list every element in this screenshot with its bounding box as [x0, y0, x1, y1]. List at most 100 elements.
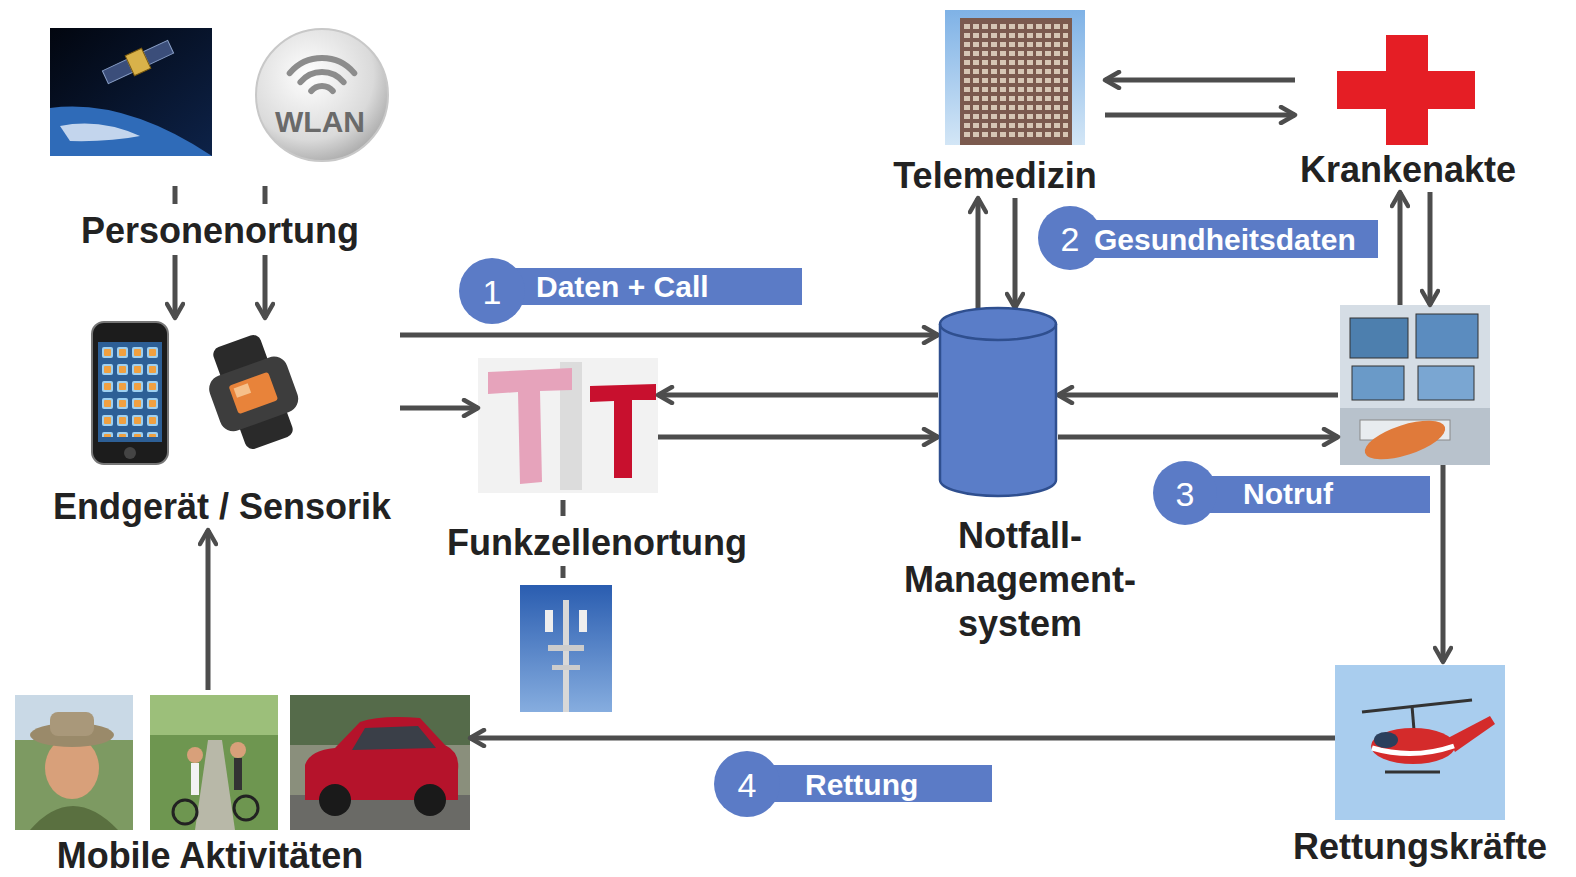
hiker-photo [15, 695, 133, 830]
telemedicine-node: Telemedizin [885, 8, 1105, 198]
flow-arrow [1013, 198, 1018, 308]
locating-node: Personenortung [50, 25, 390, 255]
callout-text: Gesundheitsdaten [1094, 223, 1356, 257]
car-photo [352, 726, 436, 750]
node-label: Rettungskräfte [1293, 827, 1547, 867]
flow-arrow [1441, 465, 1446, 662]
flow-arrow [976, 198, 981, 308]
callout-band [459, 258, 525, 324]
locating-line [561, 566, 566, 578]
sensor-watch-picture [228, 372, 278, 415]
locating-line [175, 186, 265, 204]
wlan-icon [256, 29, 388, 161]
helicopter-picture [1335, 665, 1505, 820]
control-center-picture [1416, 314, 1478, 358]
rescue-node: Rettungskräfte [1335, 662, 1505, 820]
helicopter-picture [1385, 771, 1440, 774]
helicopter-picture [1448, 716, 1495, 752]
callout-number: 3 [1176, 475, 1195, 513]
hiker-photo [30, 806, 118, 830]
operator-logo-picture [478, 358, 658, 493]
cyclists-photo [173, 800, 197, 824]
satellite-picture [101, 37, 176, 87]
car-photo [319, 784, 351, 816]
cell-tower-picture [520, 585, 612, 712]
hiker-photo [15, 695, 133, 830]
smartphone-picture [98, 342, 162, 442]
locating-line [173, 186, 178, 204]
node-label: Notfall- Management- system [875, 514, 1165, 646]
node-label: Funkzellenortung [447, 523, 747, 563]
control-center-node: Notruf [1338, 305, 1488, 465]
cyclists-photo [234, 758, 242, 790]
flow-arrow [658, 393, 938, 398]
mobile-activity-node: Mobile Aktivitäten [15, 690, 470, 832]
flow-arrow [206, 530, 211, 690]
flow-arrow [173, 255, 178, 318]
satellite-picture [50, 28, 212, 156]
wlan-icon [290, 58, 355, 73]
flow-arrow [1058, 393, 1338, 398]
node-label: Endgerät / Sensorik [53, 487, 391, 527]
red-cross-symbol [1337, 35, 1475, 145]
operator-logo-picture [488, 368, 572, 484]
wlan-icon [311, 86, 333, 91]
flow-arrow [658, 435, 938, 440]
callout-band [1153, 461, 1217, 525]
flow-arrow [1105, 78, 1295, 83]
helicopter-picture [1374, 732, 1398, 748]
hospital-picture [945, 10, 1085, 145]
cyclists-photo [150, 695, 278, 735]
smartphone-picture [92, 322, 168, 464]
car-photo [290, 695, 470, 830]
wlan-icon [300, 72, 343, 82]
callout-number: 1 [483, 273, 502, 311]
helicopter-picture [1335, 665, 1505, 820]
control-center-picture [1340, 305, 1490, 467]
cell-tower-picture [552, 665, 580, 670]
cell-tower-picture [545, 610, 553, 632]
node-label: Telemedizin [893, 156, 1096, 196]
node-label: Personenortung [81, 211, 359, 251]
wlan-icon [256, 29, 388, 161]
satellite-picture [50, 28, 212, 156]
cell-tower-picture [520, 585, 612, 712]
flow-arrow [1058, 435, 1338, 440]
flow-arrow [400, 406, 478, 411]
operator-logo-picture [590, 384, 656, 478]
smartphone-picture [102, 347, 160, 437]
sensor-watch-picture [234, 383, 252, 398]
locating-line [561, 500, 566, 516]
hospital-picture [945, 10, 1085, 145]
edge-label: Daten + Call [536, 267, 709, 307]
sensor-watch-picture [205, 353, 302, 436]
cyclists-photo [234, 796, 258, 820]
cell-tower-picture [563, 600, 569, 712]
satellite-picture [60, 124, 140, 142]
control-center-picture [1352, 366, 1404, 400]
helicopter-picture [1371, 728, 1455, 764]
flow-arrow [263, 255, 268, 318]
callout-band [459, 206, 1430, 817]
icon-label: WLAN [275, 105, 365, 139]
flow-arrow [1428, 192, 1433, 305]
helicopter-picture [1412, 706, 1414, 730]
car-photo [290, 695, 470, 830]
cell-tower-picture [579, 610, 587, 632]
cell-tower-picture [548, 645, 584, 651]
cyclists-photo [187, 747, 203, 763]
callout-band [1038, 206, 1102, 270]
database-cylinder: Notfall- Management- system [938, 308, 1058, 498]
cyclists-photo [191, 763, 199, 795]
health-record-node: Krankenakte [1295, 32, 1520, 192]
satellite-picture [125, 48, 151, 76]
cylinder-body [940, 308, 1056, 496]
locating-line [263, 186, 268, 204]
cylinder-outline [938, 308, 1058, 498]
car-photo [414, 784, 446, 816]
callout-band [1080, 220, 1378, 258]
red-cross-symbol [1337, 71, 1475, 109]
callout-number: 2 [1061, 220, 1080, 258]
